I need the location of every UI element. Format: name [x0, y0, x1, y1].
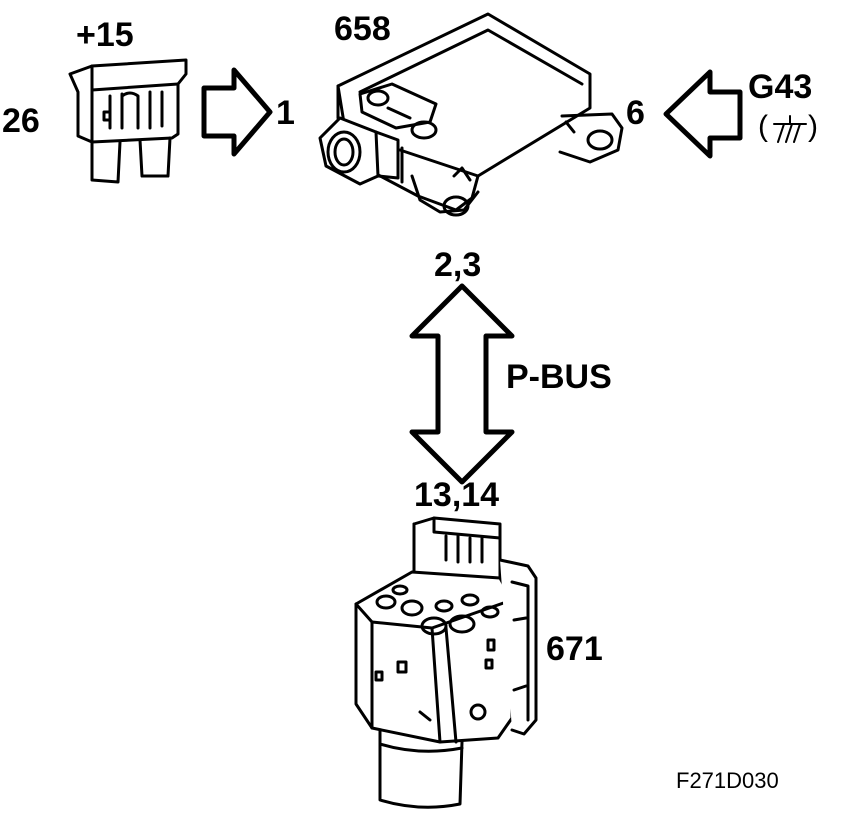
arrow-left-icon	[663, 69, 743, 159]
module-658-pin-in-label: 1	[276, 94, 295, 132]
module-658-pin-bus-label: 2,3	[434, 246, 482, 284]
module-658-id-label: 658	[334, 10, 391, 48]
figure-code-label: F271D030	[676, 768, 779, 793]
fuse-number-label: 26	[2, 102, 40, 140]
module-658-pin-ground-label: 6	[626, 94, 645, 132]
bus-name-label: P-BUS	[506, 358, 612, 396]
arrow-right-icon	[201, 67, 273, 157]
ground-symbol-icon	[773, 115, 807, 143]
module-671-pin-bus-label: 13,14	[414, 476, 500, 514]
ground-symbol-open: (	[758, 110, 768, 143]
fuse-icon	[68, 58, 188, 184]
ground-point-label: G43	[748, 68, 813, 106]
bus-double-arrow-icon	[409, 283, 515, 485]
control-module-658-icon	[318, 12, 624, 217]
ground-symbol-close: )	[808, 110, 818, 143]
module-671-id-label: 671	[546, 630, 603, 668]
fuse-supply-label: +15	[76, 16, 134, 54]
abs-unit-671-icon	[354, 516, 538, 809]
